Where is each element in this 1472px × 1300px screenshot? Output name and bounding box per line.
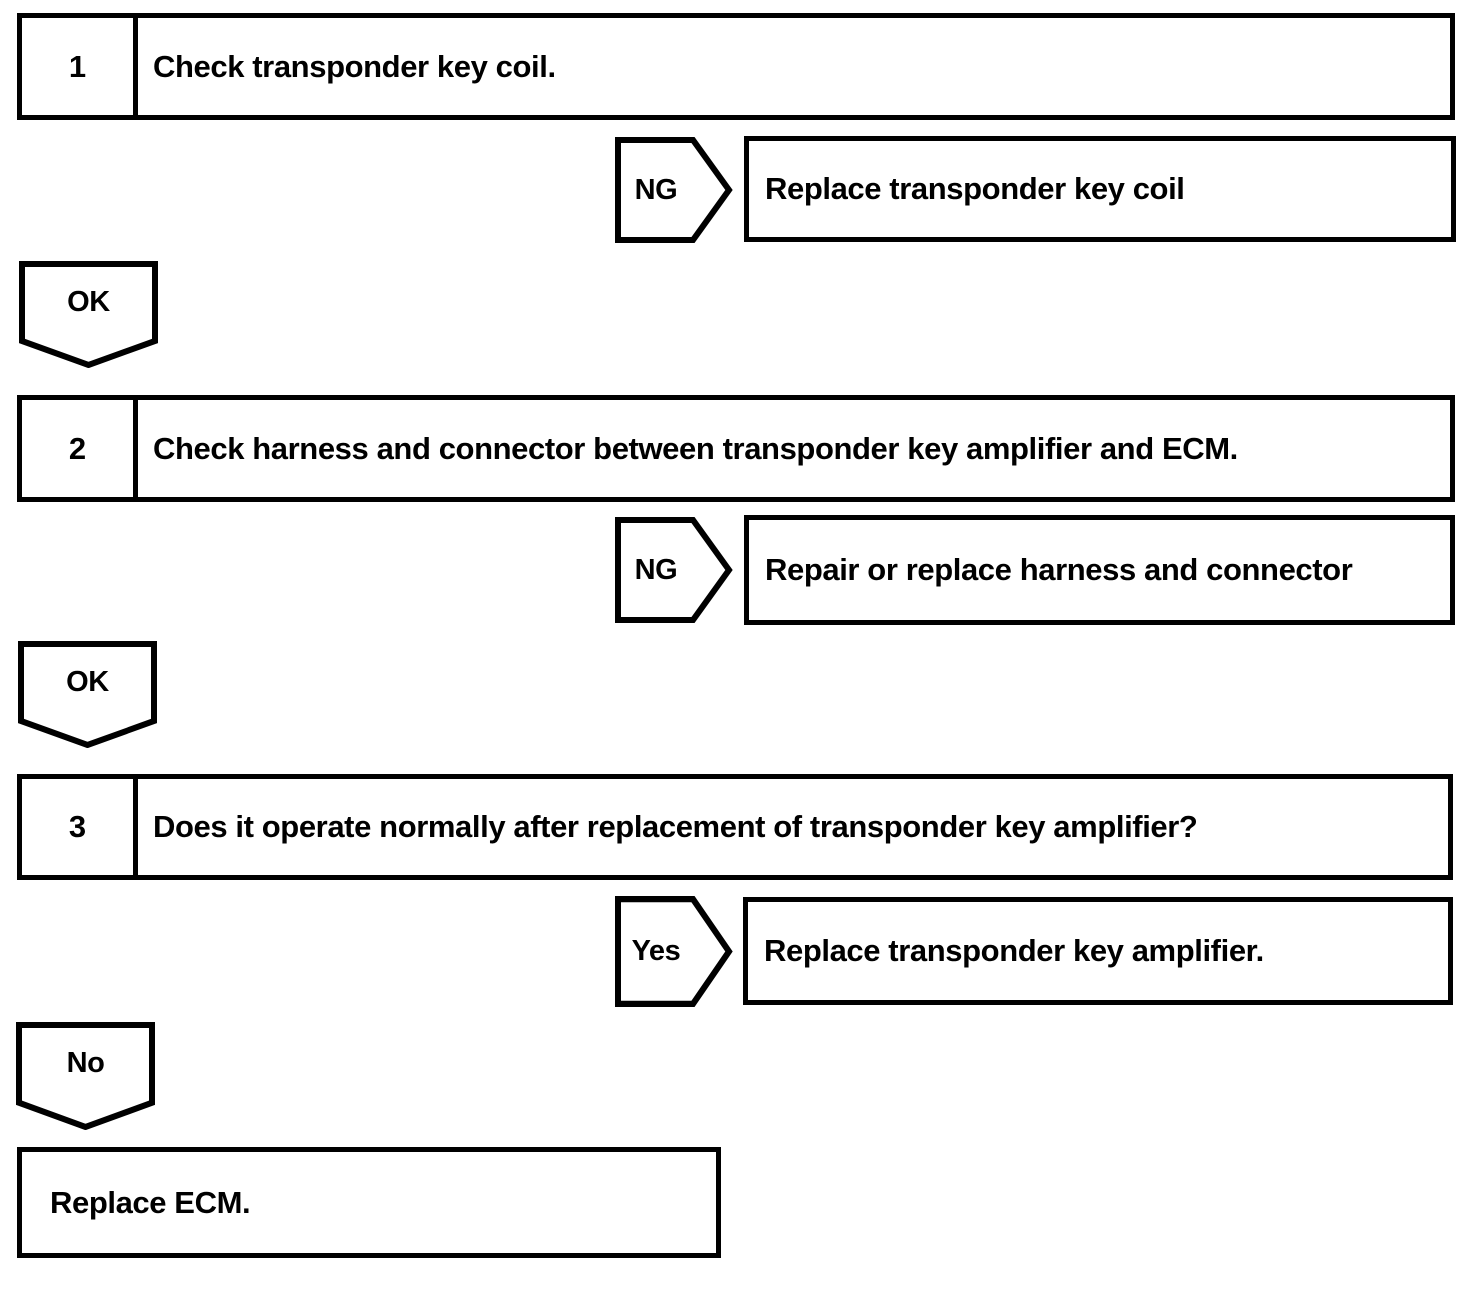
step-3-number: 3 [22, 779, 138, 875]
final-action-text: Replace ECM. [50, 1184, 251, 1220]
step-3-box: 3 Does it operate normally after replace… [17, 774, 1453, 880]
step-1-branch-result-box: Replace transponder key coil [744, 136, 1456, 242]
step-1-branch-label: NG [634, 173, 678, 206]
step-1-continue-connector: OK [19, 261, 158, 368]
step-3-title: Does it operate normally after replaceme… [153, 809, 1198, 844]
step-1-branch-result-text: Replace transponder key coil [765, 171, 1185, 206]
step-2-box: 2 Check harness and connector between tr… [17, 395, 1455, 502]
step-2-continue-label: OK [66, 665, 109, 698]
down-arrow-pentagon-icon [19, 261, 158, 368]
right-arrow-pentagon-icon [615, 137, 733, 243]
step-2-title: Check harness and connector between tran… [153, 430, 1238, 466]
step-1-title: Check transponder key coil. [153, 48, 556, 84]
step-2-continue-connector: OK [18, 641, 157, 748]
step-1-box: 1 Check transponder key coil. [17, 13, 1455, 120]
final-action-box: Replace ECM. [17, 1147, 721, 1258]
step-3-continue-label: No [66, 1046, 105, 1079]
step-1-number: 1 [22, 18, 138, 115]
right-arrow-pentagon-icon [615, 896, 733, 1007]
step-2-branch-result-box: Repair or replace harness and connector [744, 515, 1455, 625]
step-2-number: 2 [22, 400, 138, 497]
step-3-continue-connector: No [16, 1022, 155, 1130]
step-3-branch-label: Yes [631, 935, 681, 967]
step-2-branch-result-text: Repair or replace harness and connector [765, 552, 1353, 587]
step-1-continue-label: OK [67, 285, 110, 318]
right-arrow-pentagon-icon [615, 517, 733, 623]
step-2-branch-connector: NG [615, 517, 733, 623]
down-arrow-pentagon-icon [16, 1022, 155, 1130]
step-3-branch-result-box: Replace transponder key amplifier. [743, 897, 1453, 1005]
step-3-branch-connector: Yes [615, 896, 733, 1007]
step-3-branch-result-text: Replace transponder key amplifier. [764, 933, 1264, 968]
step-2-branch-label: NG [634, 553, 678, 586]
step-1-branch-connector: NG [615, 137, 733, 243]
down-arrow-pentagon-icon [18, 641, 157, 748]
